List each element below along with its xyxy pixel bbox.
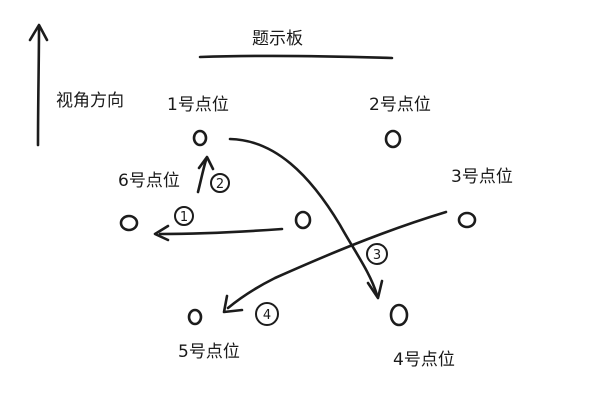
point-4-label: 4号点位 xyxy=(393,350,455,370)
view-direction-arrow xyxy=(36,25,41,147)
point-4-marker xyxy=(389,303,409,327)
point-5-label: 5号点位 xyxy=(178,342,240,362)
step-2-circle xyxy=(210,173,230,193)
step-4-number: 4 xyxy=(263,308,271,323)
move-3-path xyxy=(228,137,379,297)
point-1-marker xyxy=(192,129,208,147)
step-2-number: 2 xyxy=(216,177,224,192)
point-6-label: 6号点位 xyxy=(118,171,180,191)
step-1-circle xyxy=(174,206,194,226)
center-marker xyxy=(294,210,312,230)
move-2-arrowhead xyxy=(197,155,215,171)
move-4-path xyxy=(226,210,448,310)
point-1-label: 1号点位 xyxy=(167,95,229,115)
step-3-number: 3 xyxy=(373,248,381,263)
move-1-path xyxy=(158,227,284,236)
step-3-circle xyxy=(366,243,388,265)
view-direction-arrowhead xyxy=(28,23,49,42)
point-2-marker xyxy=(384,129,402,149)
move-2-path xyxy=(196,158,208,194)
board-label: 题示板 xyxy=(252,29,303,49)
point-3-marker xyxy=(457,211,477,229)
board-bar xyxy=(198,54,394,60)
view-direction-label: 视角方向 xyxy=(56,91,124,111)
move-3-arrowhead xyxy=(366,279,384,300)
point-3-label: 3号点位 xyxy=(451,167,513,187)
move-1-arrowhead xyxy=(153,224,170,242)
step-4-circle xyxy=(255,302,279,326)
point-5-marker xyxy=(187,308,203,326)
point-6-marker xyxy=(119,214,139,232)
point-2-label: 2号点位 xyxy=(369,95,431,115)
step-1-number: 1 xyxy=(180,210,188,225)
move-4-arrowhead xyxy=(222,294,244,314)
